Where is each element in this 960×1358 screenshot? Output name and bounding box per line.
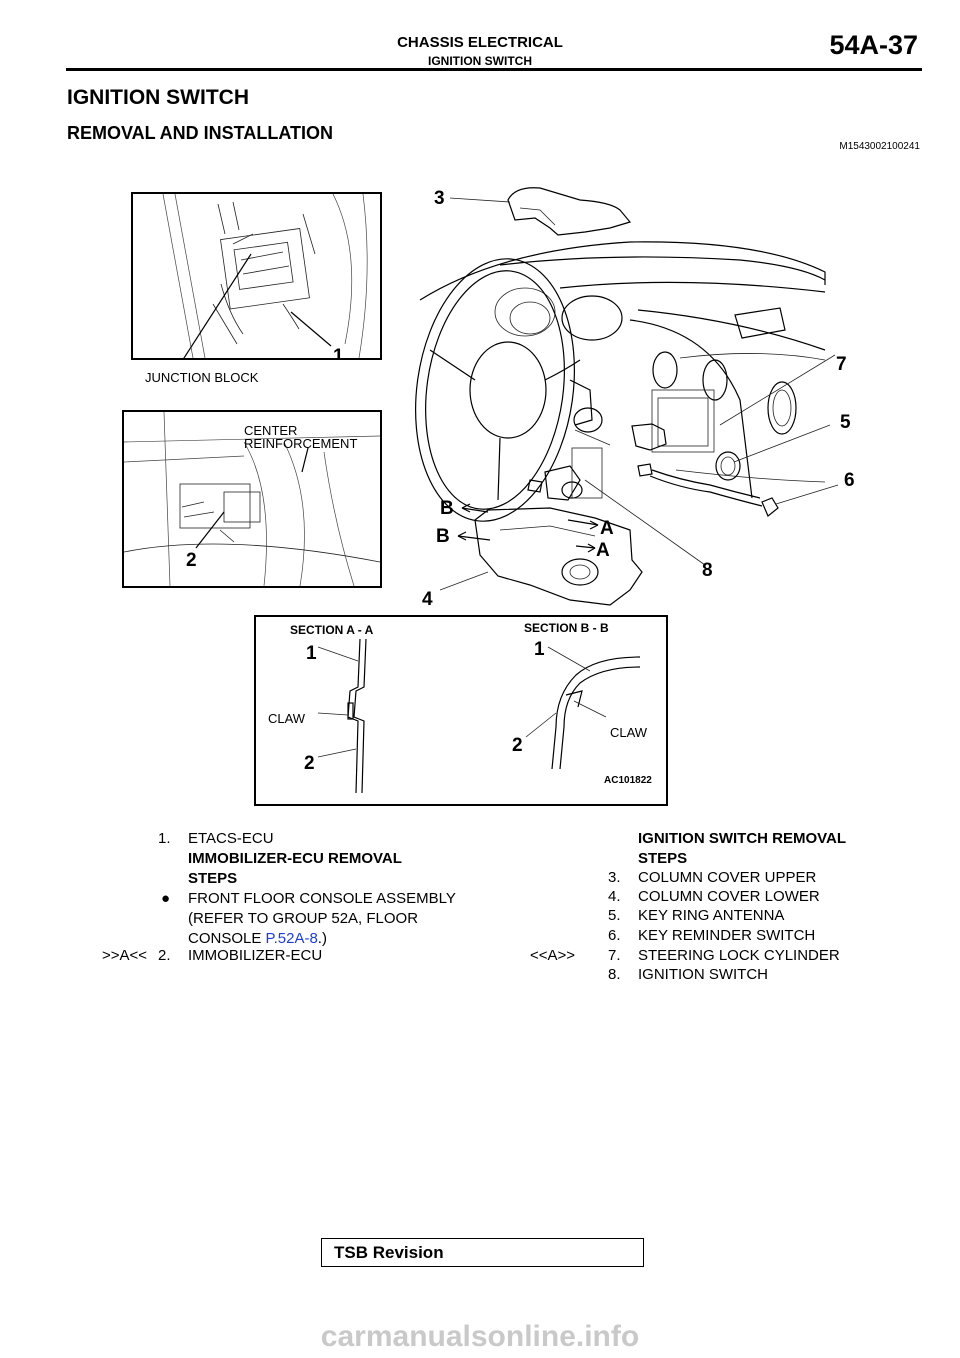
callout-7: 7 [836,354,847,375]
page-number: 54A-37 [829,30,918,60]
item-number: 8. [608,966,621,983]
floor-console-reference-link[interactable]: P.52A-8 [265,930,318,947]
header-subtitle: IGNITION SWITCH [428,54,532,68]
header-rule [66,68,922,71]
immobilizer-steps-heading-1: IMMOBILIZER-ECU REMOVAL [188,850,402,867]
center-reinforcement-line2: REINFORCEMENT [244,436,358,451]
junction-block-label: JUNCTION BLOCK [145,370,259,385]
watermark: carmanualsonline.info [320,1320,640,1353]
tsb-revision-box: TSB Revision [321,1238,644,1267]
callout-a-lower: A [596,540,610,561]
immobilizer-steps-heading-2: STEPS [188,870,238,887]
item-number: 1. [158,830,171,847]
item-text: STEERING LOCK CYLINDER [638,947,840,964]
callout-2-inset: 2 [186,550,197,571]
item-number: 5. [608,907,621,924]
callout-3: 3 [434,188,445,209]
callout-1-inset: 1 [333,346,344,358]
bullet-line-2: (REFER TO GROUP 52A, FLOOR [188,910,419,927]
item-number: 6. [608,927,621,944]
item-number: 4. [608,888,621,905]
item-text: ETACS-ECU [188,830,274,847]
center-reinforcement-label: CENTER REINFORCEMENT [244,424,357,450]
bullet-line-3-text: CONSOLE [188,930,266,947]
item-number: 7. [608,947,621,964]
figure-code: AC101822 [604,775,652,786]
section-aa-label: SECTION A - A [290,623,374,637]
bullet-line-1: FRONT FLOOR CONSOLE ASSEMBLY [188,890,456,907]
item-text: COLUMN COVER UPPER [638,869,817,886]
section-b-callout-2: 2 [512,735,523,756]
center-reinforcement-line1: CENTER [244,423,298,438]
section-a-callout-2: 2 [304,753,315,774]
list-item-2-marker: >>A<< [102,947,148,964]
callout-b-upper: B [440,498,454,519]
item-text: KEY RING ANTENNA [638,907,785,924]
section-views-box: 1 2 1 2 SECTION A - A SECTION B - B CLAW… [254,615,668,806]
ignition-steps-heading-1: IGNITION SWITCH REMOVAL [638,830,847,847]
list-item-2-text: IMMOBILIZER-ECU [188,947,323,964]
callout-a-upper: A [600,518,614,539]
junction-block-drawing: 1 [162,193,368,373]
item-text: COLUMN COVER LOWER [638,888,820,905]
list-item-2-number: 2. [158,947,171,964]
callout-5: 5 [840,412,851,433]
center-reinforcement-inset: 2 CENTER REINFORCEMENT [122,410,382,588]
center-reinforcement-drawing: 2 [123,411,381,587]
left-parts-list: 1. ETACS-ECU IMMOBILIZER-ECU REMOVAL STE… [158,829,498,969]
callout-6: 6 [844,470,855,491]
dashboard-illustration: 3 7 5 6 8 4 B B A A [415,187,855,610]
claw-label-b: CLAW [610,725,648,740]
section-b-callout-1: 1 [534,639,545,660]
junction-block-inset: 1 JUNCTION BLOCK [131,192,382,385]
callout-8: 8 [702,560,713,581]
bullet-line-3: CONSOLE P.52A-8.) [188,929,327,949]
right-list-item-7-marker: <<A>> [530,947,576,964]
item-text: KEY REMINDER SWITCH [638,927,816,944]
ignition-steps-heading-2: STEPS [638,850,688,867]
section-title: REMOVAL AND INSTALLATION [67,123,333,143]
callout-4: 4 [422,589,433,610]
item-text: IGNITION SWITCH [638,966,768,983]
document-code: M1543002100241 [839,141,920,152]
page-title: IGNITION SWITCH [67,86,249,109]
section-a-callout-1: 1 [306,643,317,664]
callout-b-lower: B [436,526,450,547]
section-bb-label: SECTION B - B [524,621,609,635]
bullet-dot-icon: ● [161,890,171,907]
claw-label-a: CLAW [268,711,306,726]
section-views-drawing: 1 2 1 2 [304,638,641,794]
header-title: CHASSIS ELECTRICAL [397,34,563,51]
item-number: 3. [608,869,621,886]
bullet-line-3-end: .) [317,930,327,947]
